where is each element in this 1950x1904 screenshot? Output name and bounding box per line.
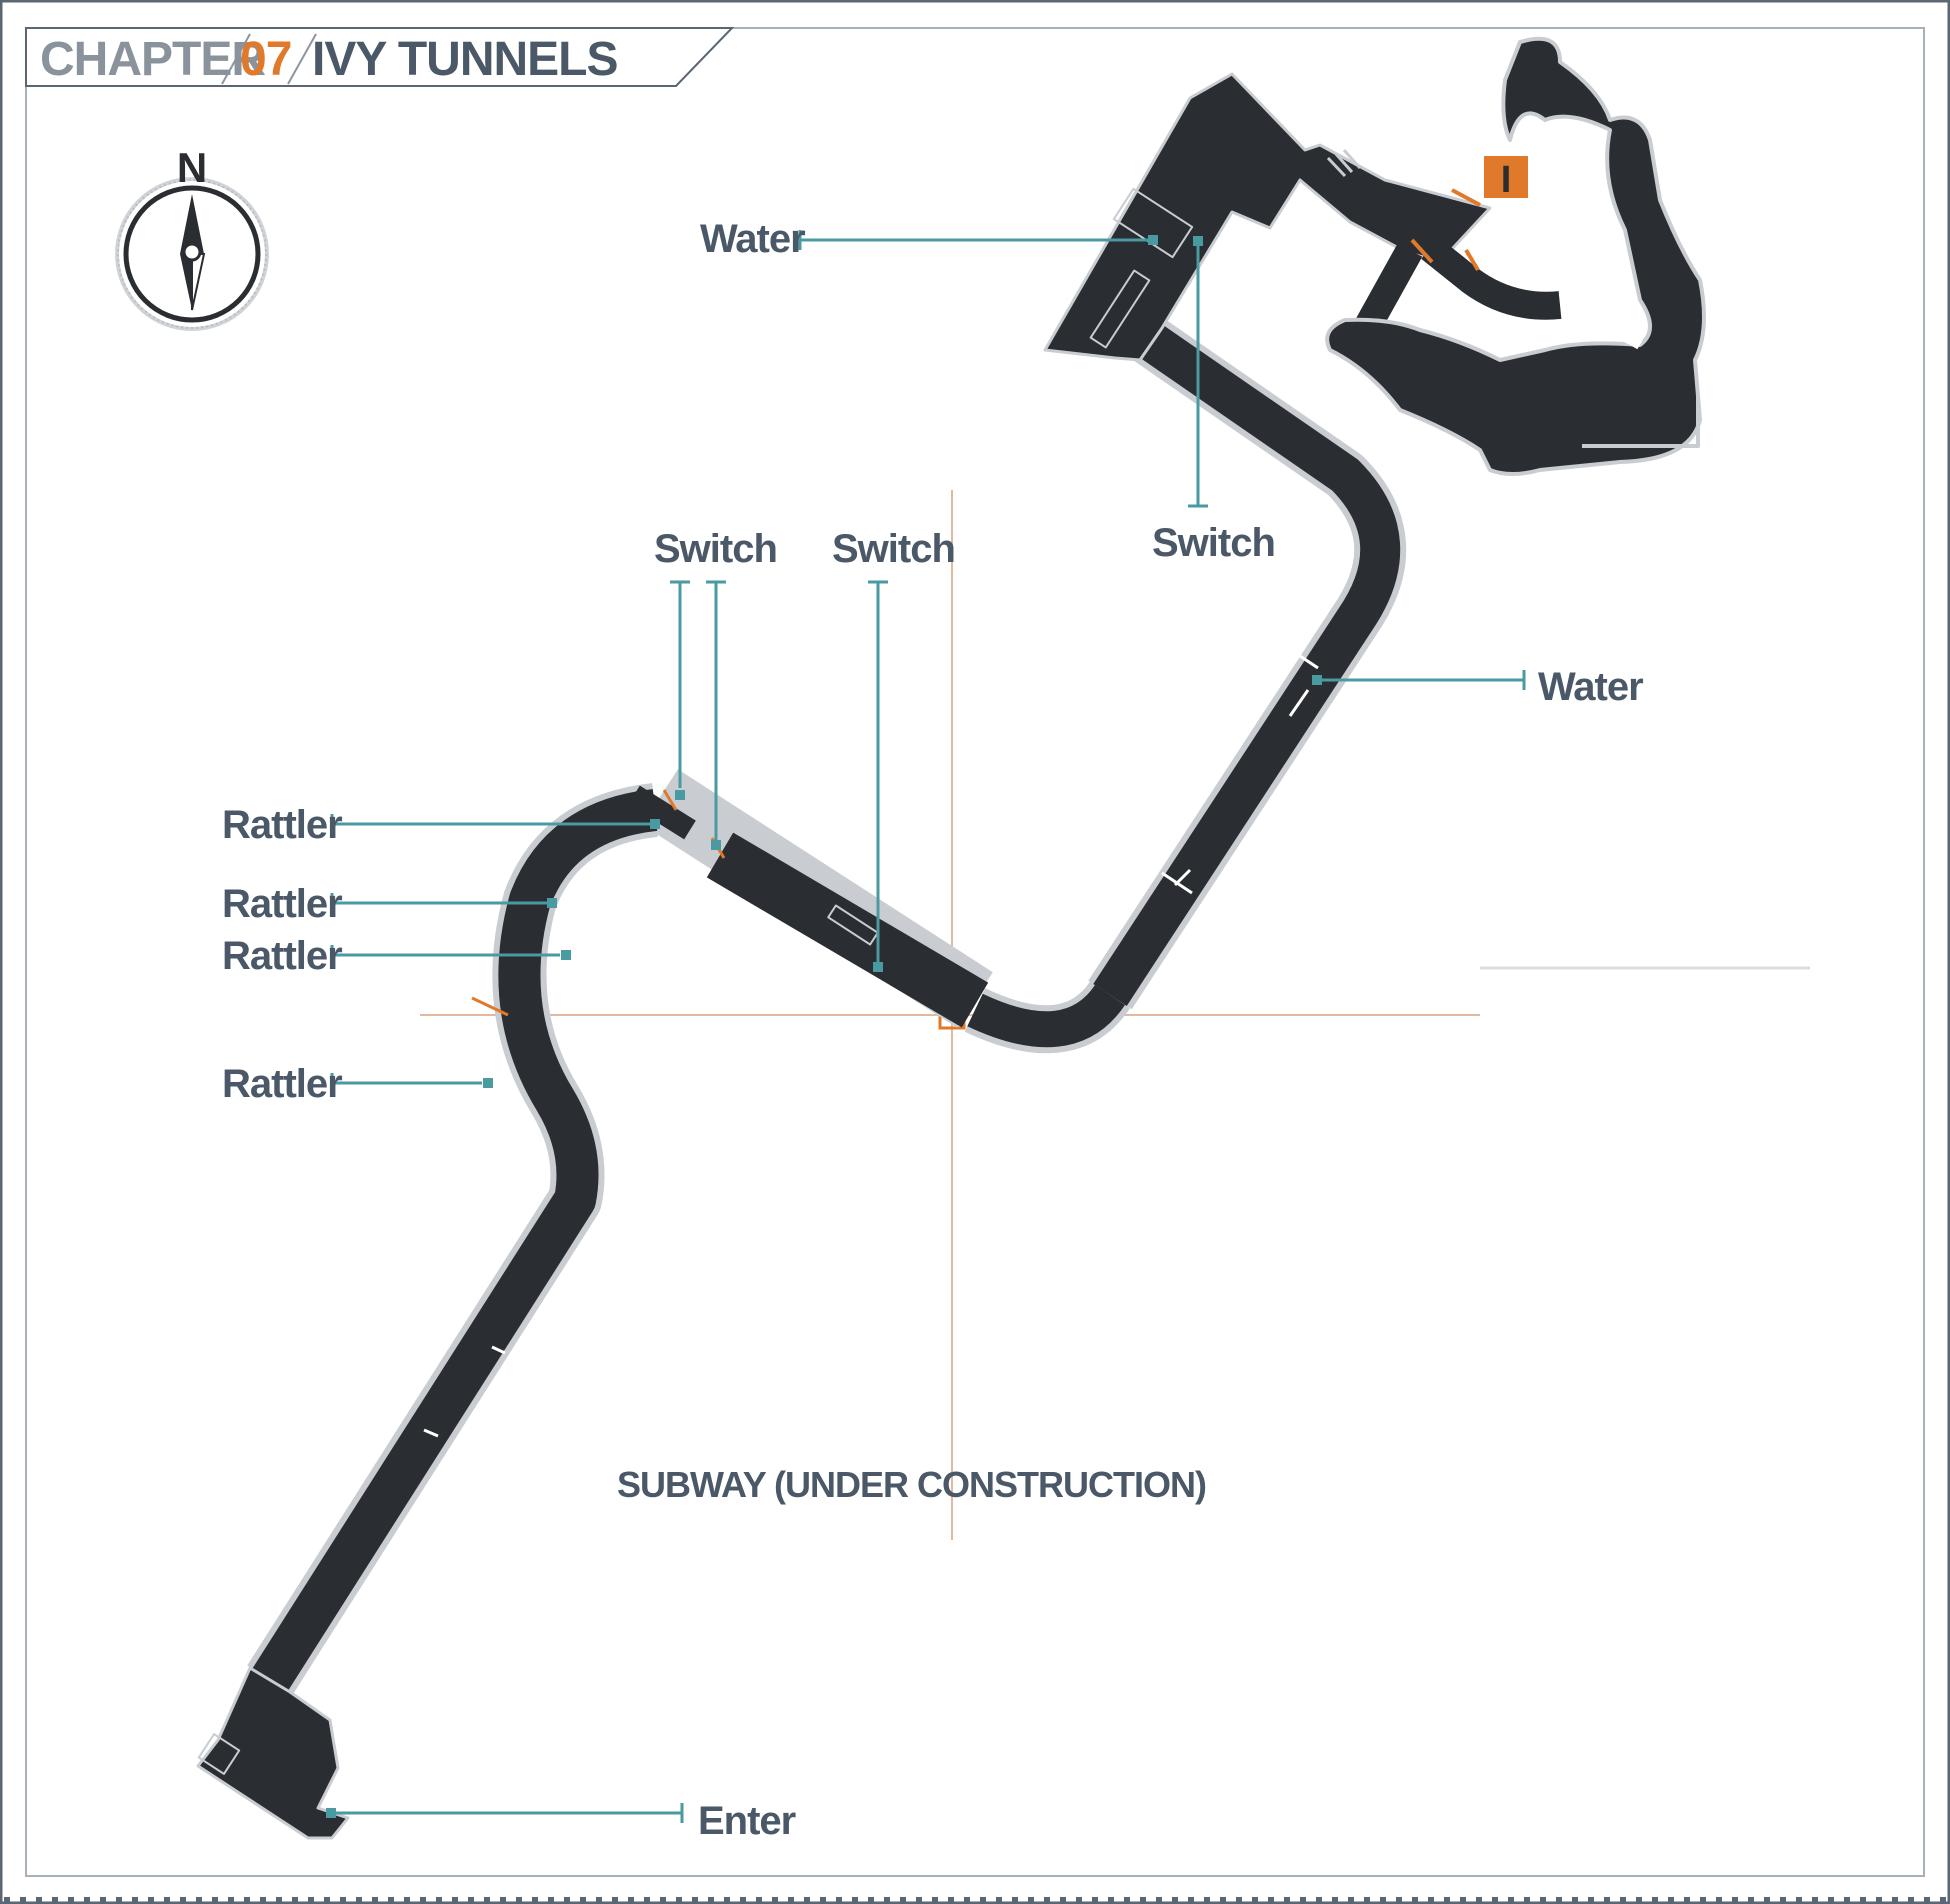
callout-enter: Enter bbox=[698, 1799, 796, 1843]
callout-rattler-4: Rattler bbox=[222, 1062, 342, 1106]
callout-lines bbox=[326, 230, 1526, 1823]
callout-rattler-3: Rattler bbox=[222, 934, 342, 978]
callout-switch-right: Switch bbox=[1152, 521, 1275, 565]
chapter-number: 07 bbox=[240, 33, 291, 86]
callout-rattler-1: Rattler bbox=[222, 803, 342, 847]
subway-area-label: SUBWAY (UNDER CONSTRUCTION) bbox=[617, 1464, 1206, 1505]
tunnel-network bbox=[196, 36, 1706, 1840]
callout-switch-left: Switch bbox=[654, 527, 777, 571]
compass-icon: N bbox=[115, 144, 269, 331]
callout-water-top: Water bbox=[700, 217, 805, 261]
callout-rattler-2: Rattler bbox=[222, 882, 342, 926]
callout-labels: Water Switch Switch Switch Water Rattler… bbox=[222, 217, 1644, 1843]
callout-switch-mid: Switch bbox=[832, 527, 955, 571]
compass-north-label: N bbox=[177, 144, 207, 191]
callout-water-right: Water bbox=[1538, 665, 1643, 709]
chapter-word: CHAPTER bbox=[40, 33, 265, 86]
chapter-header: CHAPTER 07 IVY TUNNELS bbox=[25, 27, 735, 87]
chapter-title: IVY TUNNELS bbox=[312, 33, 618, 86]
orange-map-marker: I bbox=[1484, 156, 1528, 201]
marker-label: I bbox=[1501, 159, 1512, 201]
